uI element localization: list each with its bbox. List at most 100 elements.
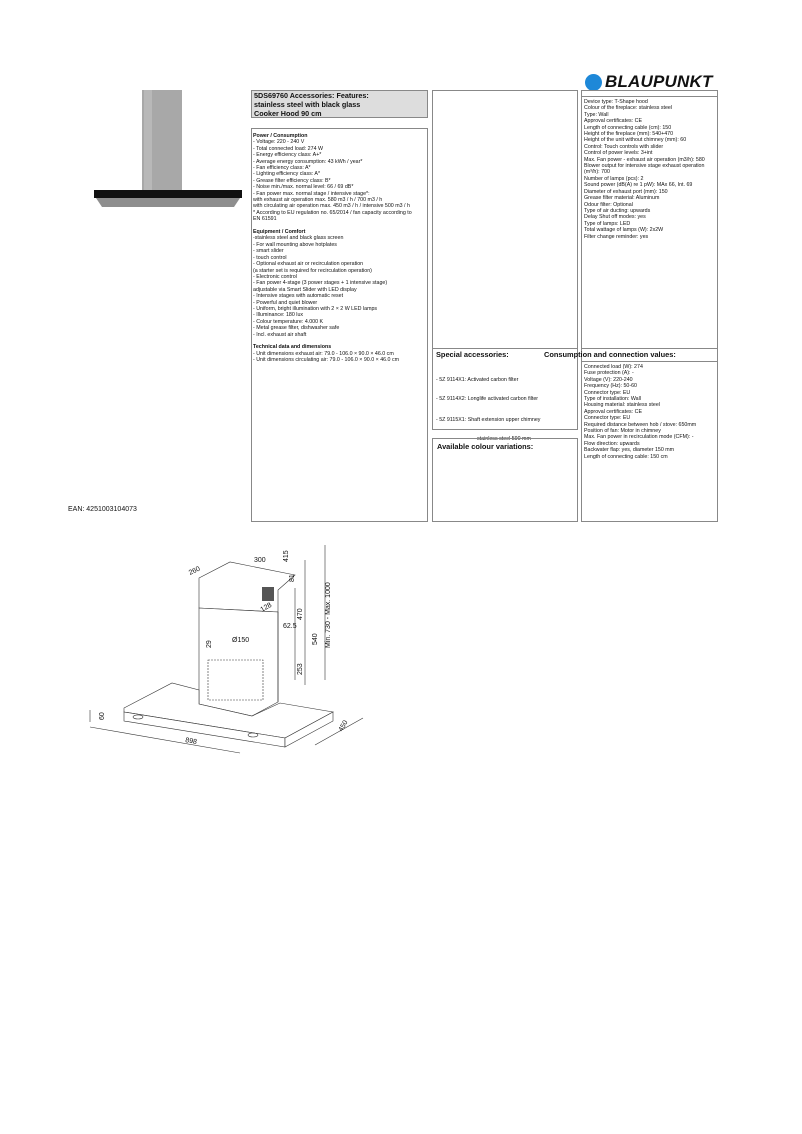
feature-line: - Colour temperature: 4.000 K <box>253 318 324 325</box>
feature-line: - Electronic control <box>253 273 297 280</box>
features-list: Power / Consumption- Voltage: 220 - 240 … <box>252 129 427 368</box>
spec-line: Sound power (dB(A) re 1 pW): MAx 66, Int… <box>584 182 693 189</box>
dim-450: 450 <box>338 719 350 733</box>
feature-line: - Metal grease filter, dishwasher safe <box>253 325 340 332</box>
feature-line: - Uniform, bright illumination with 2 × … <box>253 305 378 312</box>
accessory-item: - 5Z 9114X1: Activated carbon filter <box>436 376 519 383</box>
colour-variations-box: Available colour variations: <box>432 438 578 522</box>
spec-line: Odour filter: Optional <box>584 201 633 208</box>
feature-line: - Voltage: 220 - 240 V <box>253 139 305 146</box>
feature-line: - Fan power 4-stage (3 power stages + 1 … <box>253 280 388 287</box>
feature-line: - Incl. exhaust air shaft <box>253 331 307 338</box>
dim-253: 253 <box>297 663 304 675</box>
feature-line: - Total connected load: 274 W <box>253 145 323 152</box>
dim-300: 300 <box>254 557 266 564</box>
feature-line: - Unit dimensions circulating air: 79.0 … <box>253 357 400 364</box>
dim-29: 29 <box>206 640 213 648</box>
spec-line: Type of lamps: LED <box>584 220 631 227</box>
spec-line: (m³/h): 700 <box>584 169 610 176</box>
connection-line: Connected load (W): 274 <box>584 364 643 370</box>
feature-line: - Fan power max. normal stage / intensiv… <box>253 190 370 197</box>
spec-line: Grease filter material: Aluminum <box>584 195 660 202</box>
chimney-upper <box>198 561 296 613</box>
feature-line: Equipment / Comfort <box>253 229 306 236</box>
feature-line: - Illuminance: 180 lux <box>253 312 304 319</box>
connection-heading: Consumption and connection values: <box>544 350 676 359</box>
feature-line: - For wall mounting above hotplates <box>253 241 337 248</box>
spec-line: Type: Wall <box>584 111 609 118</box>
product-title: 5DS69760 Accessories: Features: stainles… <box>251 90 428 118</box>
accessory-item: stainless steel 590 mm <box>477 436 531 443</box>
chimney-lower <box>198 607 279 717</box>
connection-line: Voltage (V): 220-240 <box>584 376 633 383</box>
feature-line: - Unit dimensions exhaust air: 79.0 - 10… <box>253 350 394 357</box>
feature-line: - Average energy consumption: 43 kWh / y… <box>253 158 363 165</box>
spec-line: Type of air ducting: upwards <box>584 207 651 214</box>
spec-line: Height of the fireplace (mm): 540+470 <box>584 131 674 138</box>
dim-62-5: 62.5 <box>283 623 297 630</box>
special-accessories-heading: Special accessories: <box>436 350 509 359</box>
accessories-list: - 5Z 9114X1: Activated carbon filter - 5… <box>433 349 577 456</box>
dim-128: 128 <box>260 602 274 614</box>
spec-line: Height of the unit without chimney (mm):… <box>584 137 687 144</box>
spec-line: Delay Shut off modes: yes <box>584 214 646 221</box>
connection-line: Fuse protection (A): - <box>584 370 634 377</box>
feature-line: with circulating air operation max. 450 … <box>253 203 410 210</box>
logo-wordmark: BLAUPUNKT <box>605 72 713 91</box>
dim-min-max: Min. 730 - Max. 1000 <box>325 582 332 648</box>
dim-470: 470 <box>297 608 304 620</box>
feature-line: - Lighting efficiency class: A* <box>253 171 321 178</box>
feature-line: Technical data and dimensions <box>253 344 332 351</box>
connection-line: Housing material: stainless steel <box>584 402 660 409</box>
logo-dot <box>585 73 602 91</box>
connection-line: Position of fan: Motor in chimney <box>584 428 661 435</box>
feature-line: (a starter set is required for recircula… <box>253 267 372 274</box>
brand-logo: BLAUPUNKT <box>585 72 713 92</box>
dim-81: 81 <box>289 574 296 582</box>
connection-line: Flow direction: upwards <box>584 440 640 447</box>
connection-line: Backwater flap: yes, diameter 150 mm <box>584 447 675 454</box>
spec-line: Number of lamps (pcs): 2 <box>584 175 644 182</box>
image-column-box <box>432 90 578 349</box>
product-photo <box>94 90 242 207</box>
feature-line: - Fan efficiency class: A* <box>253 165 311 172</box>
spec-line: Filter change reminder: yes <box>584 233 649 240</box>
feature-line: - Noise min./max. normal level: 66 / 69 … <box>253 184 354 191</box>
connection-line: Required distance between hob / stove: 6… <box>584 421 697 428</box>
spec-line: Length of connecting cable (cm): 150 <box>584 124 672 131</box>
accessory-item: - 5Z 9115X1: Shaft extension upper chimn… <box>436 417 541 424</box>
connection-line: Max. Fan power in recirculation mode (CF… <box>584 434 694 441</box>
features-box: Power / Consumption- Voltage: 220 - 240 … <box>251 128 428 522</box>
feature-line: - Powerful and quiet blower <box>253 299 318 306</box>
dim-150: Ø150 <box>232 637 249 644</box>
feature-line: with exhaust air operation max. 580 m3 /… <box>253 197 383 204</box>
hood-glass-panel <box>94 190 242 198</box>
spec-line: Diameter of exhaust port (mm): 150 <box>584 188 668 195</box>
title-line: Cooker Hood 90 cm <box>254 109 322 118</box>
connection-line: Connector type: EU <box>584 415 631 422</box>
spec-line: Blower output for intensive stage exhaus… <box>584 163 705 170</box>
connection-line: Frequency (Hz): 50-60 <box>584 383 637 390</box>
dim-415: 415 <box>283 550 290 562</box>
accessory-item: - 5Z 9114X2: Longlife activated carbon f… <box>436 396 539 403</box>
spec-line: Colour of the fireplace: stainless steel <box>584 105 673 112</box>
dim-60: 60 <box>99 712 106 720</box>
feature-line: * According to EU regulation no. 65/2014… <box>253 209 412 216</box>
vent-grille <box>262 587 274 601</box>
feature-line: - touch control <box>253 254 287 261</box>
feature-line: - Intensive stages with automatic reset <box>253 293 344 300</box>
accessories-box: - 5Z 9114X1: Activated carbon filter - 5… <box>432 348 578 442</box>
feature-line: Power / Consumption <box>253 133 308 139</box>
dim-540: 540 <box>312 633 319 645</box>
title-line: stainless steel with black glass <box>254 100 361 109</box>
spec-line: Control: Touch controls with slider <box>584 143 664 150</box>
dim-898: 898 <box>185 737 198 746</box>
dimension-drawing: 260 300 415 81 128 470 62.5 Ø150 29 540 … <box>89 545 364 754</box>
connection-line: Connector type: EU <box>584 389 631 396</box>
feature-line: - Energy efficiency class: A+* <box>253 152 322 159</box>
